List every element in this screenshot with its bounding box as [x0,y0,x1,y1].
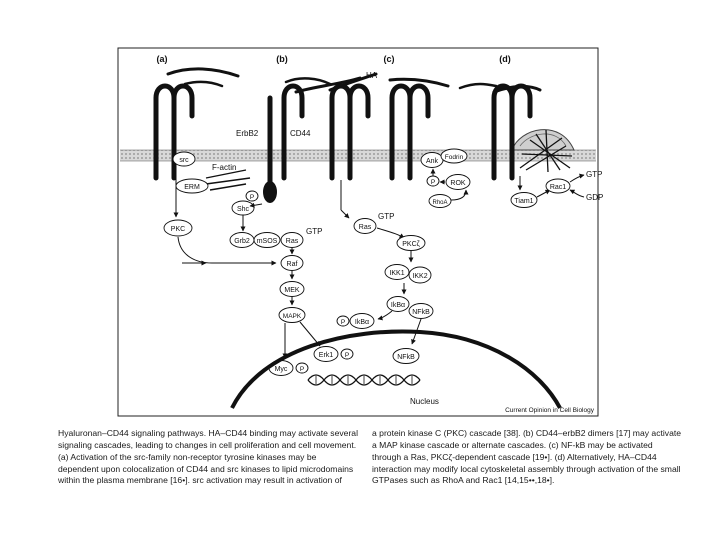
node-ikk2 [408,266,432,284]
node-rac1 [545,178,571,194]
node-rhoa [428,194,452,208]
rok-label: ROK [450,180,466,187]
figure-caption-right: a protein kinase C (PKC) cascade [38]. (… [372,428,682,486]
node-ikba-low [349,313,375,329]
panel-label-d: (d) [499,54,511,64]
panel-label-a: (a) [157,54,168,64]
fodrin-label: Fodrin [445,154,464,161]
node-pkcz [396,235,426,251]
mek-label: MEK [284,287,300,294]
dna-helix [307,374,421,386]
actin-filaments [205,169,251,191]
ikba-label-low: IkBα [355,319,369,326]
node-erk1 [313,346,339,362]
src-label: src [179,157,189,164]
nuclear-envelope [230,329,562,409]
node-src [172,151,196,167]
node-nfkb-nucleus [392,348,420,364]
tiam1-label: Tiam1 [514,198,533,205]
ras-label-b: Ras [286,238,299,245]
cd44-label: CD44 [290,129,311,138]
msos-label: mSOS [257,238,278,245]
cd44-receptor-c2 [389,83,431,181]
nucleus-label: Nucleus [410,397,439,406]
cd44-receptor-c1 [329,83,371,181]
node-p-myc [295,362,309,374]
node-msos [253,232,281,248]
erk1-label: Erk1 [319,352,334,359]
p-label-erk: P [345,352,349,359]
cd44-receptor-d [491,83,533,181]
factin-label: F-actin [212,163,236,172]
pkc-label: PKC [171,226,185,233]
pkcz-label: PKCζ [402,241,419,248]
gtp-label-d: GTP [586,170,602,179]
panel-label-c: (c) [384,54,395,64]
mapk-label: MAPK [283,313,302,320]
gtp-label-b: GTP [306,227,322,236]
node-ras-b [280,232,304,248]
cd44-receptor-b [263,83,305,203]
ha-label: HA [366,71,378,80]
plasma-membrane [120,150,596,161]
nfkb-label-nucleus: NFkB [397,354,415,361]
myc-label: Myc [275,366,288,373]
node-pkc [163,219,193,237]
gtp-label-c: GTP [378,212,394,221]
rac1-label: Rac1 [550,184,566,191]
signaling-diagram: (a) (b) (c) (d) HA [117,47,603,417]
raf-label: Raf [287,261,298,268]
cd44-receptor-a [153,83,195,181]
erm-label: ERM [184,184,200,191]
shc-label: Shc [237,206,250,213]
node-p-ikba [336,315,350,327]
node-ikk1 [384,264,410,280]
gdp-label-d: GDP [586,193,603,202]
grb2-label: Grb2 [234,238,250,245]
lipid-raft [511,129,575,173]
node-ras-c [353,218,377,234]
ank-label: Ank [426,158,439,165]
p-label-b: P [250,194,254,201]
node-p-erk [340,348,354,360]
node-nfkb-top [408,303,434,319]
figure-caption-left: Hyaluronan–CD44 signaling pathways. HA–C… [58,428,358,486]
ikba-label-top: IkBα [391,302,405,309]
erbb2-label: ErbB2 [236,129,259,138]
ikk2-label: IKK2 [412,273,427,280]
node-rok [445,174,471,190]
node-mapk [278,307,306,323]
node-p-b [245,190,259,202]
node-ikba-top [386,296,410,312]
figure-frame [117,47,599,417]
node-tiam1 [510,192,538,208]
journal-credit: Current Opinion in Cell Biology [505,407,595,414]
p-label-ikba: P [341,319,345,326]
rhoa-label: RhoA [432,200,447,206]
p-label-ank: P [431,179,435,186]
node-raf [280,255,304,271]
panel-label-b: (b) [276,54,288,64]
node-mek [279,281,305,297]
nfkb-label-top: NFkB [412,309,430,316]
node-fodrin [440,148,468,164]
ikk1-label: IKK1 [389,270,404,277]
erbb2-kinase-domain [263,181,277,203]
ras-label-c: Ras [359,224,372,231]
p-label-myc: P [300,366,304,373]
